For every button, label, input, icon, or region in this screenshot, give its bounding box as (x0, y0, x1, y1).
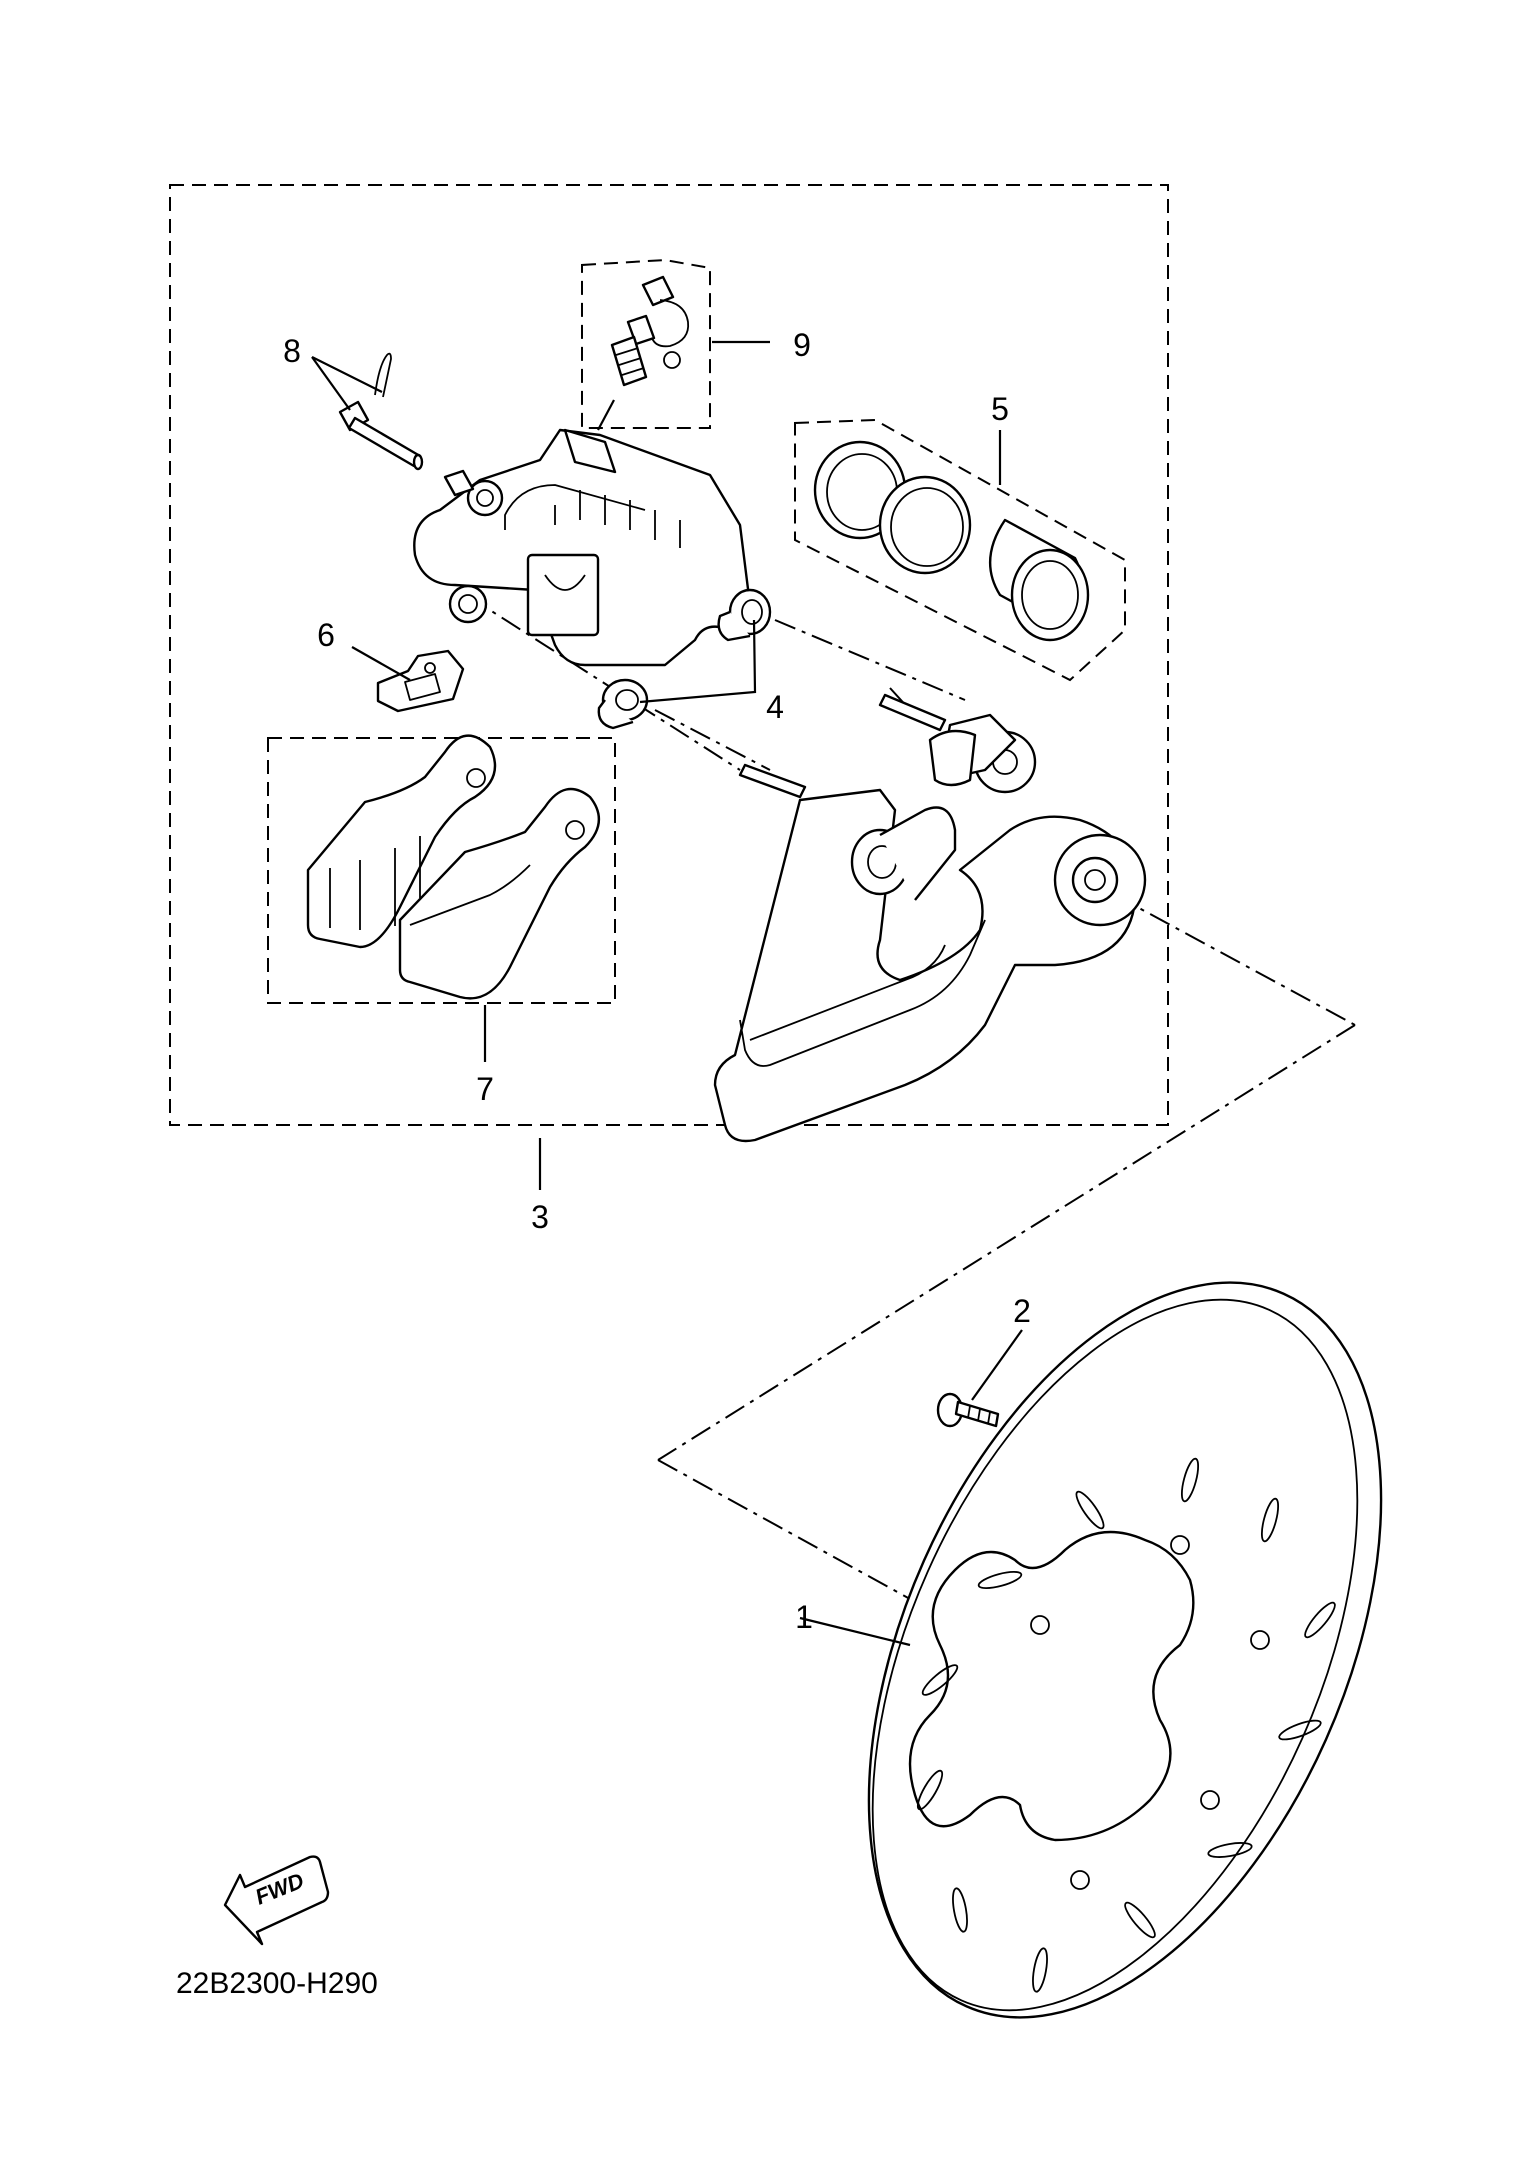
piston-kit-boundary (794, 418, 1126, 682)
callout-6: 6 (317, 617, 335, 653)
brake-pads (306, 734, 600, 1000)
callout-2: 2 (1013, 1293, 1031, 1329)
caliper-bracket (713, 693, 1147, 1143)
disc-bolt (936, 1392, 1000, 1428)
callout-1: 1 (795, 1599, 813, 1635)
piston-seal-kit (813, 440, 1090, 642)
bleed-screw-kit (610, 275, 690, 387)
callout-8: 8 (283, 333, 301, 369)
bleed-kit-boundary (581, 258, 711, 429)
callout-7: 7 (476, 1071, 494, 1107)
diagram-code: 22B2300-H290 (176, 1967, 378, 2000)
callout-9: 9 (793, 327, 811, 363)
caliper-body (413, 428, 752, 667)
leader-lines (311, 340, 1023, 1647)
pad-pin-and-clip (338, 352, 424, 471)
callout-4: 4 (766, 689, 784, 725)
brake-disc (867, 1281, 1383, 2019)
callout-5: 5 (991, 391, 1009, 427)
bushings (597, 588, 772, 730)
fwd-arrow-icon: FWD (223, 1855, 330, 1946)
center-lines (467, 595, 1356, 1611)
pad-kit-boundary (267, 737, 616, 1004)
pad-spring (376, 649, 465, 713)
callout-3: 3 (531, 1199, 549, 1235)
